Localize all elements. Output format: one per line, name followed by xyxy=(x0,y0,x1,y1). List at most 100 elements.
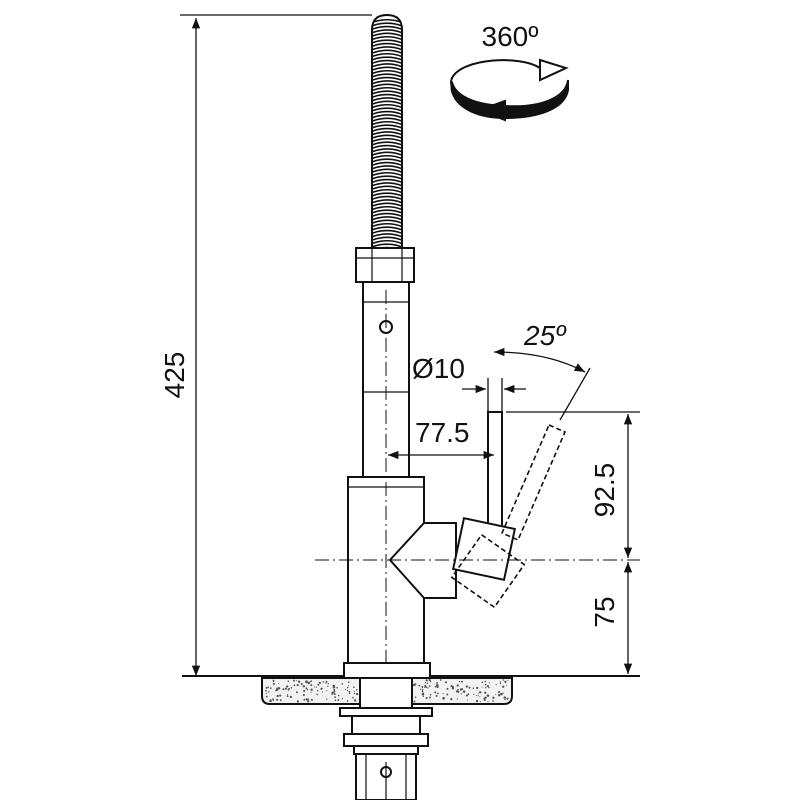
hose-coil xyxy=(372,151,402,156)
counter-speckle xyxy=(422,690,424,692)
counter-speckle xyxy=(265,686,268,689)
counter-speckle xyxy=(302,685,305,688)
hose-coil xyxy=(372,216,402,221)
hose-coil xyxy=(372,110,402,116)
counter-speckle xyxy=(505,685,508,687)
hose-coil xyxy=(372,52,402,58)
hose-coil xyxy=(372,127,402,133)
hose-coil xyxy=(372,229,402,235)
counter-speckle xyxy=(265,693,267,695)
counter-speckle xyxy=(435,694,438,697)
counter-speckle xyxy=(336,686,338,689)
counter-speckle xyxy=(428,685,431,687)
hose-coil xyxy=(372,131,402,136)
hose-coil xyxy=(372,165,402,170)
counter-speckle xyxy=(288,687,291,690)
counter-speckle xyxy=(476,686,479,689)
counter-speckle xyxy=(316,693,318,696)
hose-coil xyxy=(372,103,402,109)
counter-speckle xyxy=(356,693,358,696)
hose-coil xyxy=(372,219,402,224)
counter-speckle xyxy=(436,683,438,685)
counter-speckle xyxy=(481,686,483,688)
counter-speckle xyxy=(267,686,269,688)
counter-speckle xyxy=(429,696,431,699)
counter-speckle xyxy=(486,694,490,697)
counter-speckle xyxy=(500,692,503,696)
counter-speckle xyxy=(498,694,501,697)
counter-speckle xyxy=(306,700,310,703)
counter-speckle xyxy=(419,688,422,690)
hose-coil xyxy=(372,29,402,34)
height-dimension xyxy=(180,14,372,676)
counter-speckle xyxy=(310,688,313,691)
counter-speckle xyxy=(468,686,471,689)
counter-speckle xyxy=(267,691,270,693)
hose-coil xyxy=(372,97,402,102)
counter-speckle xyxy=(279,694,282,697)
counter-speckle xyxy=(424,681,427,684)
center-lines xyxy=(315,290,640,735)
counter-speckle xyxy=(446,693,449,696)
hose-coil xyxy=(372,209,402,214)
counter-speckle xyxy=(495,693,497,695)
counter-speckle xyxy=(506,697,509,700)
counter-speckle xyxy=(337,694,340,697)
hose-coil xyxy=(372,35,402,41)
hose-coil xyxy=(372,185,402,190)
counter-speckle xyxy=(286,694,289,696)
counter-speckle xyxy=(348,692,351,695)
counter-speckle xyxy=(488,686,490,689)
counter-speckle xyxy=(484,683,487,686)
counter-speckle xyxy=(302,693,305,697)
hose-coil xyxy=(372,93,402,99)
hose-coil xyxy=(372,90,402,95)
counter-speckle xyxy=(429,680,432,683)
counter-speckle xyxy=(497,691,500,694)
counter-speckle xyxy=(461,680,463,683)
hose-coil xyxy=(372,205,402,211)
counter-speckle xyxy=(495,684,497,686)
mounting-shank xyxy=(339,677,433,800)
hose-coil xyxy=(372,120,402,126)
counter-speckle xyxy=(287,680,290,682)
counter-speckle xyxy=(467,699,469,701)
counter-speckle xyxy=(439,679,442,681)
counter-speckle xyxy=(504,699,506,701)
counter-speckle xyxy=(492,696,495,699)
counter-speckle xyxy=(421,689,424,691)
counter-speckle xyxy=(313,686,316,688)
counter-speckle xyxy=(479,696,481,698)
counter-speckle xyxy=(425,679,428,682)
counter-speckle xyxy=(462,690,466,693)
hose-coil xyxy=(372,22,402,27)
hose-coil xyxy=(372,46,402,51)
counter-speckle xyxy=(333,689,336,691)
counter-speckle xyxy=(353,699,357,702)
counter-speckle xyxy=(499,681,502,683)
hose-coil xyxy=(372,239,402,245)
hose-coil xyxy=(372,59,402,65)
counter-speckle xyxy=(458,680,460,683)
counter-speckle xyxy=(503,696,507,699)
hose-coil xyxy=(372,83,402,88)
counter-speckle xyxy=(414,696,417,699)
counter-speckle xyxy=(295,691,298,694)
hose-coil xyxy=(372,233,402,238)
counter-speckle xyxy=(442,692,444,695)
height-label: 425 xyxy=(159,352,190,399)
counter-speckle xyxy=(421,692,425,696)
hose-coil xyxy=(372,25,402,31)
counter-speckle xyxy=(442,696,445,700)
lever-handle xyxy=(451,411,517,582)
counter-speckle xyxy=(413,683,416,687)
counter-speckle xyxy=(460,687,464,691)
counter-speckle xyxy=(456,684,459,687)
counter-speckle xyxy=(337,699,340,702)
hose-coil xyxy=(372,114,402,119)
counter-speckle xyxy=(473,693,475,696)
counter-speckle xyxy=(424,685,427,688)
body-height-label: 75 xyxy=(589,596,620,627)
counter-speckle xyxy=(437,692,439,695)
counter-speckle xyxy=(276,694,279,698)
